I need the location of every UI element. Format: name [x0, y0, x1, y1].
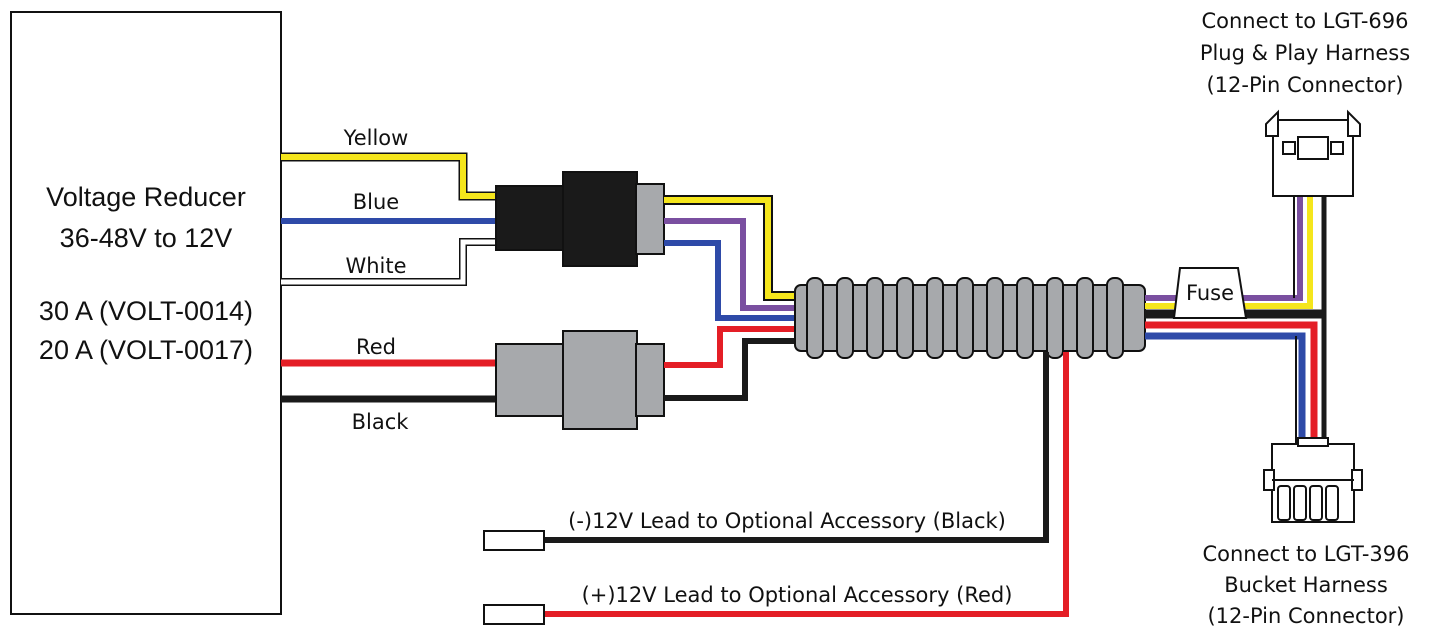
reducer-title-line2: 36-48V to 12V	[60, 223, 233, 253]
connector-to-loom-wires	[664, 195, 800, 401]
accessory-leads	[544, 352, 1069, 617]
negative-lead-terminal	[483, 530, 545, 551]
top-connector-line3: (12-Pin Connector)	[1206, 73, 1403, 97]
negative-lead-label: (-)12V Lead to Optional Accessory (Black…	[568, 509, 1006, 533]
bottom-connector-line2: Bucket Harness	[1224, 573, 1388, 597]
top-connector-line2: Plug & Play Harness	[1200, 41, 1410, 65]
top-12-pin-connector	[1265, 109, 1361, 197]
wire-label-yellow: Yellow	[343, 126, 409, 150]
positive-lead-terminal	[483, 604, 545, 625]
bottom-12-pin-connector	[1263, 437, 1363, 523]
top-connector-line1: Connect to LGT-696	[1201, 9, 1408, 33]
voltage-reducer-box: Voltage Reducer 36-48V to 12V 30 A (VOLT…	[10, 11, 282, 615]
reducer-title-line1: Voltage Reducer	[46, 182, 246, 212]
reducer-rating-line1: 30 A (VOLT-0014)	[39, 296, 253, 326]
bottom-connector-line3: (12-Pin Connector)	[1207, 604, 1404, 628]
lower-inline-connector	[495, 330, 665, 430]
lower-input-wires	[281, 359, 498, 403]
wire-label-red: Red	[356, 335, 396, 359]
fuse-label: Fuse	[1186, 281, 1234, 305]
fuse: Fuse	[1172, 267, 1248, 319]
wire-loom	[794, 277, 1146, 359]
wire-label-white: White	[345, 254, 406, 278]
wire-label-black: Black	[352, 410, 410, 434]
output-wires	[1145, 196, 1327, 444]
reducer-rating-line2: 20 A (VOLT-0017)	[39, 335, 253, 365]
upper-inline-connector	[495, 171, 665, 267]
positive-lead-label: (+)12V Lead to Optional Accessory (Red)	[582, 583, 1013, 607]
wire-label-blue: Blue	[353, 190, 399, 214]
bottom-connector-line1: Connect to LGT-396	[1202, 542, 1409, 566]
upper-input-wires	[281, 152, 498, 286]
